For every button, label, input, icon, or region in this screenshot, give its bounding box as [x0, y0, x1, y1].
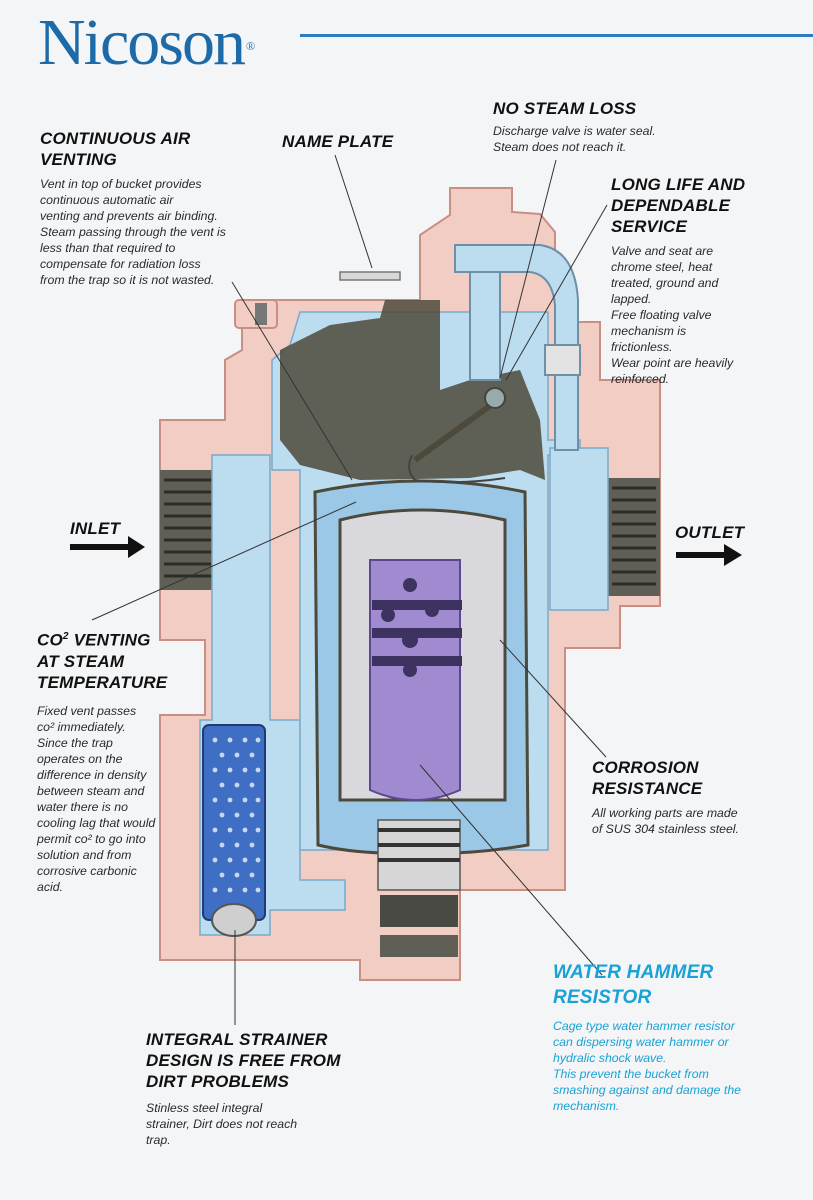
corrosion-title: CORROSION RESISTANCE — [592, 758, 703, 798]
discharge-pipe — [454, 244, 579, 451]
valve-mechanism — [408, 271, 507, 484]
water-hammer-text: Cage type water hammer resistor can disp… — [553, 1019, 741, 1113]
inlet-title: INLET — [70, 519, 121, 538]
outlet-arrow — [676, 544, 742, 566]
inlet-arrow — [70, 536, 145, 558]
long-life-title: LONG LIFE AND DEPENDABLE SERVICE — [611, 175, 746, 236]
outlet-port — [608, 478, 660, 596]
co2-venting-title: CO2 VENTING AT STEAM TEMPERATURE — [37, 626, 167, 693]
co2-title-main: CO — [37, 630, 63, 650]
integral-strainer — [202, 724, 266, 937]
label-co2-venting: CO2 VENTING AT STEAM TEMPERATURE Fixed v… — [37, 626, 167, 895]
leader-lines — [91, 154, 608, 1025]
cap-bolt-head — [255, 303, 267, 325]
brand-logo: Nicoson® — [38, 10, 255, 76]
long-life-text: Valve and seat are chrome steel, heat tr… — [611, 244, 734, 386]
label-water-hammer-resistor: WATER HAMMER RESISTOR Cage type water ha… — [553, 960, 741, 1114]
steam-shadow — [280, 300, 545, 480]
outlet-title: OUTLET — [675, 523, 745, 542]
name-plate — [339, 271, 401, 281]
water-hammer-title: WATER HAMMER RESISTOR — [553, 962, 714, 1008]
label-corrosion-resistance: CORROSION RESISTANCE All working parts a… — [592, 757, 739, 837]
label-outlet: OUTLET — [675, 522, 744, 543]
continuous-air-title: CONTINUOUS AIR VENTING — [40, 129, 191, 169]
label-name-plate: NAME PLATE — [282, 131, 393, 152]
registered-mark: ® — [245, 39, 255, 53]
label-continuous-air-venting: CONTINUOUS AIR VENTING Vent in top of bu… — [40, 128, 226, 288]
drain-plug — [377, 819, 461, 957]
continuous-air-text: Vent in top of bucket provides continuou… — [40, 177, 226, 287]
name-plate-title: NAME PLATE — [282, 132, 394, 151]
co2-title-sup: 2 — [62, 631, 69, 642]
pipe-coupling — [544, 344, 581, 376]
strainer-title: INTEGRAL STRAINER DESIGN IS FREE FROM DI… — [146, 1030, 341, 1091]
outlet-channel — [549, 447, 609, 611]
label-no-steam-loss: NO STEAM LOSS Discharge valve is water s… — [493, 98, 656, 155]
corrosion-text: All working parts are made of SUS 304 st… — [592, 806, 739, 836]
no-steam-loss-title: NO STEAM LOSS — [493, 99, 637, 118]
co2-venting-text: Fixed vent passes co² immediately. Since… — [37, 703, 156, 894]
co2-title-rest: VENTING AT STEAM TEMPERATURE — [37, 630, 168, 692]
water-hammer-resistor-cage — [369, 559, 462, 801]
label-integral-strainer: INTEGRAL STRAINER DESIGN IS FREE FROM DI… — [146, 1029, 341, 1148]
no-steam-loss-text: Discharge valve is water seal. Steam doe… — [493, 124, 656, 154]
brand-name: Nicoson — [38, 6, 246, 79]
header-rule — [300, 34, 813, 37]
label-inlet: INLET — [70, 518, 120, 539]
strainer-text: Stinless steel integral strainer, Dirt d… — [146, 1101, 298, 1147]
label-long-life: LONG LIFE AND DEPENDABLE SERVICE Valve a… — [611, 174, 745, 387]
inlet-port — [160, 470, 218, 590]
